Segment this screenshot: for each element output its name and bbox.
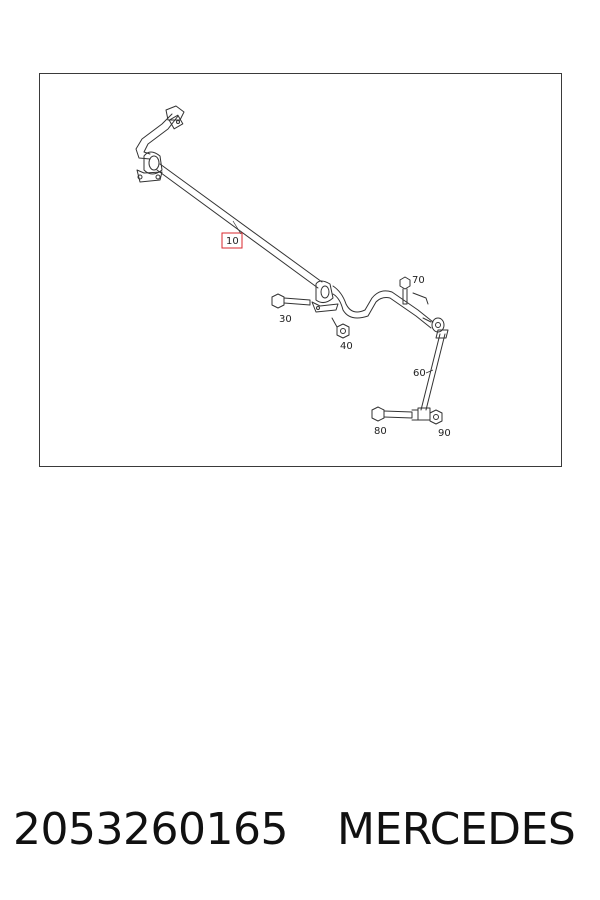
- bolt-30: [271, 293, 311, 309]
- callout-40-label: 40: [340, 341, 353, 352]
- callout-80-label: 80: [374, 426, 387, 437]
- callout-70[interactable]: 70: [412, 275, 425, 286]
- part-number: 2053260165: [13, 804, 288, 855]
- callout-30-label: 30: [279, 314, 292, 325]
- callout-30[interactable]: 30: [279, 314, 292, 325]
- callout-60[interactable]: 60: [413, 368, 434, 379]
- nut-40: [331, 317, 350, 339]
- callout-10-label: 10: [226, 236, 239, 247]
- parts-diagram-frame: 10 30 40 60 70 80 90: [39, 73, 562, 467]
- callout-70-label: 70: [412, 275, 425, 286]
- callout-80[interactable]: 80: [374, 426, 387, 437]
- stabilizer-bar-main: [156, 163, 323, 289]
- nut-90: [429, 409, 443, 425]
- right-bushing: [311, 280, 339, 313]
- callout-40[interactable]: 40: [340, 341, 353, 352]
- bolt-70: [399, 276, 429, 305]
- callout-90-label: 90: [438, 428, 451, 439]
- bolt-80: [371, 406, 419, 422]
- callout-60-label: 60: [413, 368, 426, 379]
- callout-10[interactable]: 10: [221, 220, 243, 249]
- callout-90[interactable]: 90: [438, 428, 451, 439]
- brand-name: MERCEDES: [337, 804, 576, 855]
- product-caption: 2053260165 MERCEDES: [0, 800, 600, 860]
- left-bushing: [136, 151, 163, 183]
- stabilizer-bar-right-arm: [332, 285, 434, 329]
- stabilizer-bar-left-arm: [135, 105, 185, 160]
- stabilizer-bar-diagram: 10 30 40 60 70 80 90: [135, 105, 451, 439]
